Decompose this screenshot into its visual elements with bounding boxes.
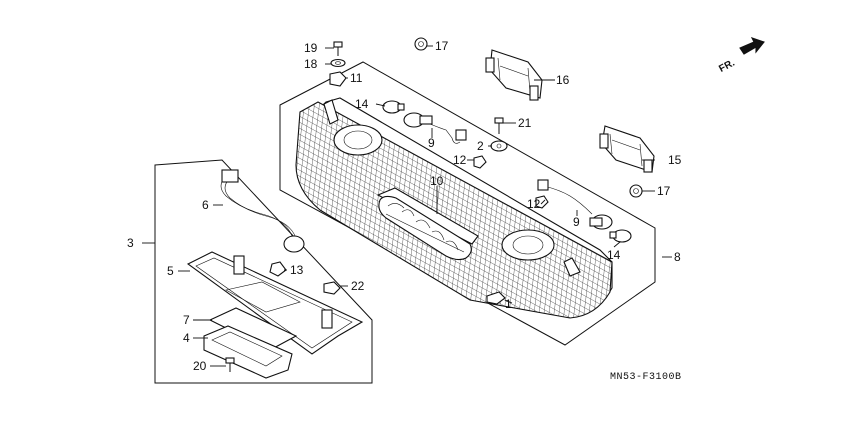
callout-7: 7	[183, 313, 190, 327]
bulb-14-upper	[382, 100, 405, 114]
callout-13: 13	[290, 263, 304, 277]
callout-22: 22	[351, 279, 365, 293]
license-cover-4	[203, 325, 293, 379]
screw-19	[333, 41, 343, 56]
nut-22	[323, 281, 341, 295]
direction-label: FR.	[717, 57, 737, 74]
assembly-8-frame	[279, 61, 656, 346]
callout-16: 16	[556, 73, 570, 87]
nut-2	[490, 140, 508, 152]
leader-lines	[142, 45, 672, 367]
screw-20	[225, 357, 235, 372]
callout-5: 5	[167, 264, 174, 278]
callout-2: 2	[477, 139, 484, 153]
callout-17-upper: 17	[435, 39, 449, 53]
mounting-bracket-16	[485, 49, 543, 101]
diagram-code: MN53-F3100B	[610, 372, 682, 383]
callout-15: 15	[668, 153, 682, 167]
callout-12-upper: 12	[453, 153, 467, 167]
callout-labels: 1 2 3 4 5 6 7 8 9 9 10 11 12 12 13 14 14…	[127, 39, 682, 373]
grommet-1	[486, 291, 506, 305]
callout-20: 20	[193, 359, 207, 373]
socket-wire-9-lower	[537, 179, 613, 230]
callout-6: 6	[202, 198, 209, 212]
callout-3: 3	[127, 236, 134, 250]
callout-14-upper: 14	[355, 97, 369, 111]
tail-light-assembly	[295, 97, 613, 319]
clip-12-lower	[535, 195, 549, 209]
screw-21	[494, 117, 504, 134]
license-wire-6	[220, 169, 305, 253]
front-direction-arrow-icon: FR.	[717, 37, 765, 75]
callout-8: 8	[674, 250, 681, 264]
socket-wire-9-upper	[403, 112, 467, 144]
grommet-17-lower	[629, 184, 643, 198]
callout-9-upper: 9	[428, 136, 435, 150]
clip-12-upper	[473, 155, 487, 169]
assembly-3-frame	[154, 159, 373, 384]
bulb-13	[269, 261, 287, 277]
callout-14-lower: 14	[607, 248, 621, 262]
mounting-bracket-15	[599, 125, 655, 173]
callout-9-lower: 9	[573, 215, 580, 229]
callout-4: 4	[183, 331, 190, 345]
callout-17-lower: 17	[657, 184, 671, 198]
callout-10: 10	[430, 174, 444, 188]
callout-19: 19	[304, 41, 318, 55]
gold-wing-emblem	[378, 195, 472, 261]
callout-21: 21	[518, 116, 532, 130]
nut-11	[329, 71, 347, 87]
grommet-17-upper	[414, 37, 428, 51]
callout-11: 11	[350, 71, 363, 85]
washer-18	[330, 58, 346, 68]
callout-18: 18	[304, 57, 318, 71]
callout-1: 1	[505, 297, 512, 311]
bulb-14-lower	[609, 229, 632, 243]
callout-12-lower: 12	[527, 197, 541, 211]
